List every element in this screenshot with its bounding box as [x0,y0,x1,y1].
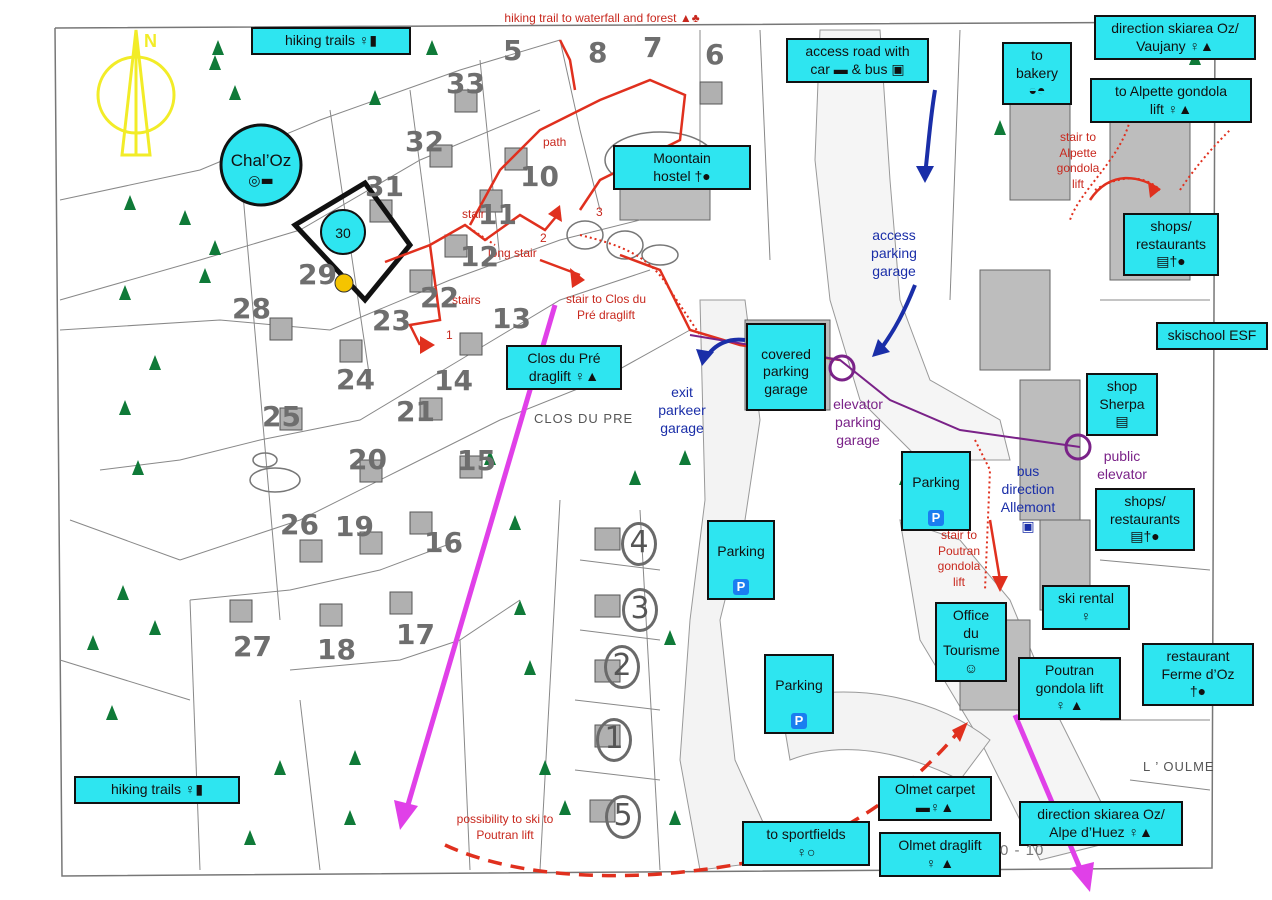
covered-parking-text: covered parking garage [761,345,811,397]
label-shop-sherpa[interactable]: shop Sherpa ▤ [1086,373,1158,436]
label-moontain-hostel[interactable]: Moontain hostel †● [613,145,751,190]
parking-3-text: Parking [775,676,823,693]
annotation-hiking-waterfall: hiking trail to waterfall and forest ▲♣ [504,11,700,25]
street-clos-du-pre: CLOS DU PRE [534,411,634,426]
plot-number: 14 [434,364,473,397]
label-to-bakery[interactable]: to bakery ◒◓ [1002,42,1072,105]
label-restaurant-ferme-doz[interactable]: restaurant Ferme d’Oz †● [1142,643,1254,706]
label-office-du-tourisme[interactable]: Office du Tourisme ☺ [935,602,1007,682]
circled-number: 3 [622,588,658,632]
circled-number: 1 [596,718,632,762]
plot-number: 21 [396,395,435,428]
north-label: N [144,31,157,51]
label-parking-3[interactable]: Parking P [764,654,834,734]
parking-2-text: Parking [717,542,765,559]
parking-icon: P [927,509,945,526]
label-direction-oz-vaujany[interactable]: direction skiarea Oz/ Vaujany ♀▲ [1094,15,1256,60]
annotation-stair-alpette: stair to Alpette gondola lift [1056,130,1100,191]
plot-number: 16 [424,526,463,559]
plot-number: 15 [457,444,496,477]
plot-number: 32 [405,125,444,158]
label-olmet-carpet[interactable]: Olmet carpet ▬♀▲ [878,776,992,821]
annotation-public-elevator: public elevator [1097,448,1147,483]
plot-number: 25 [262,400,301,433]
label-ski-rental[interactable]: ski rental ♀ [1042,585,1130,630]
street-loulme: L ’ OULME [1143,759,1215,774]
scale-text: 0 - 10 [1000,842,1045,859]
label-parking-1[interactable]: Parking P [901,451,971,531]
chalet-icons: ◎▬ [248,173,274,189]
label-direction-oz-alpe-dhuez[interactable]: direction skiarea Oz/ Alpe d’Huez ♀▲ [1019,801,1183,846]
parking-icon: P [790,712,808,729]
label-hiking-trails-bottom[interactable]: hiking trails ♀▮ [74,776,240,804]
label-clos-du-pre-draglift[interactable]: Clos du Pré draglift ♀▲ [506,345,622,390]
label-poutran-gondola[interactable]: Poutran gondola lift ♀ ▲ [1018,657,1121,720]
chalet-unit-number: 30 [335,225,351,241]
label-parking-2[interactable]: Parking P [707,520,775,600]
annotation-stair-poutran: stair to Poutran gondola lift [937,528,981,589]
plot-number: 18 [317,633,356,666]
annotation-long-stair: long stair [488,246,537,260]
plot-number: 8 [588,36,608,69]
annotation-path: path [543,135,567,149]
label-access-road[interactable]: access road with car ▬ & bus ▣ [786,38,929,83]
plot-number: 12 [460,240,499,273]
plot-number: 7 [643,31,663,64]
annotation-stairs: stairs [452,293,481,307]
plot-number: 17 [396,618,435,651]
circled-number: 4 [621,522,657,566]
label-shops-restaurants-bottom[interactable]: shops/ restaurants ▤†● [1095,488,1195,551]
plot-number: 6 [705,38,725,71]
plot-number: 24 [336,363,375,396]
circled-number: 2 [604,645,640,689]
annotation-exit-parking: exit parkeer garage [658,384,706,437]
annotation-possibility-ski: possibility to ski to Poutran lift [456,812,554,842]
label-to-alpette-gondola[interactable]: to Alpette gondola lift ♀▲ [1090,78,1252,123]
label-covered-parking[interactable]: covered parking garage P [746,323,826,411]
plot-number: 20 [348,443,387,476]
annotation-number-2: 2 [540,231,547,245]
plot-number: 28 [232,292,271,325]
plot-number: 11 [478,198,517,231]
parking-1-text: Parking [912,473,960,490]
annotation-stair-clos-du-pre: stair to Clos du Pré draglift [565,292,647,322]
label-hiking-trails-top[interactable]: hiking trails ♀▮ [251,27,411,55]
circled-number: 5 [605,795,641,839]
plot-number: 10 [520,160,559,193]
plot-number: 31 [365,170,404,203]
plot-number: 19 [335,510,374,543]
plot-number: 27 [233,630,272,663]
label-skischool-esf[interactable]: skischool ESF [1156,322,1268,350]
annotation-number-1: 1 [446,328,453,342]
annotation-number-3: 3 [596,205,603,219]
parking-icon: P [732,578,750,595]
plot-number: 29 [298,258,337,291]
plot-number: 33 [446,67,485,100]
label-olmet-draglift[interactable]: Olmet draglift ♀ ▲ [879,832,1001,877]
annotation-elevator-parking: elevator parking garage [833,396,883,449]
plot-number: 22 [420,281,459,314]
plot-number: 13 [492,302,531,335]
annotation-access-parking-garage: access parking garage [871,227,917,280]
plot-number: 5 [503,34,523,67]
annotation-bus-direction: bus direction Allemont ▣ [1000,463,1056,534]
plot-number: 23 [372,304,411,337]
plot-number: 26 [280,508,319,541]
label-shops-restaurants-top[interactable]: shops/ restaurants ▤†● [1123,213,1219,276]
label-to-sportfields[interactable]: to sportfields ♀○ [742,821,870,866]
chalet-name: Chal’Oz [230,151,292,170]
annotation-stair: stair [462,207,485,221]
